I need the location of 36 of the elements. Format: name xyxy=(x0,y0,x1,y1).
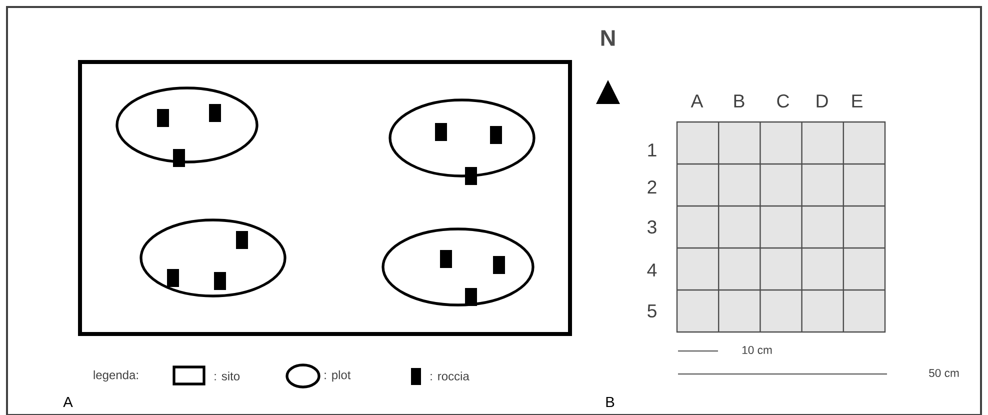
row-label: 4 xyxy=(647,264,657,276)
rock xyxy=(173,149,185,167)
site-rectangle xyxy=(78,60,572,336)
rock xyxy=(214,272,226,290)
legend-text: : plot xyxy=(324,370,351,382)
row-label: 5 xyxy=(648,304,656,318)
legend-title: legenda: xyxy=(94,370,138,382)
column-label: B xyxy=(734,94,744,108)
column-label: E xyxy=(852,94,862,108)
plot-ellipse xyxy=(388,98,536,178)
scale-label: 10 cm xyxy=(742,346,772,354)
column-label: D xyxy=(816,94,828,108)
rock xyxy=(157,109,169,127)
row-label: 1 xyxy=(648,144,656,156)
plot-ellipse xyxy=(382,228,534,306)
rock xyxy=(440,250,452,268)
rock xyxy=(209,104,221,122)
panel-letter: B xyxy=(606,396,614,408)
panel-letter: A xyxy=(63,396,73,408)
legend-text: : roccia xyxy=(430,372,470,380)
column-label: C xyxy=(777,94,790,108)
row-label: 3 xyxy=(648,220,656,234)
column-label: A xyxy=(690,94,704,108)
compass-letter: N xyxy=(601,30,615,46)
legend-text: : sito xyxy=(214,372,240,380)
rock xyxy=(465,167,477,185)
rock xyxy=(490,126,502,144)
rock xyxy=(435,123,447,141)
rock xyxy=(465,288,477,306)
rock xyxy=(167,269,179,287)
rock xyxy=(236,231,248,249)
plot-ellipse xyxy=(140,218,286,298)
row-label: 2 xyxy=(648,180,656,194)
plot-ellipse xyxy=(116,86,258,164)
rock xyxy=(493,256,505,274)
scale-label: 50 cm xyxy=(929,369,959,377)
